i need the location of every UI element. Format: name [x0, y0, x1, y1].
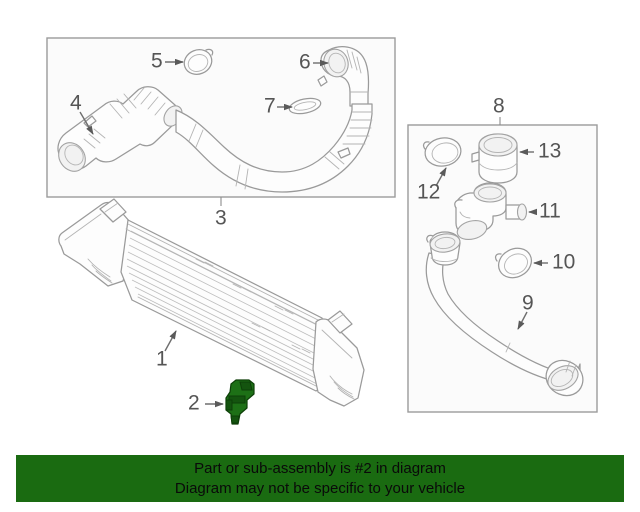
info-banner: Part or sub-assembly is #2 in diagram Di…: [16, 455, 624, 502]
callout-13: 13: [519, 140, 561, 163]
callout-13-label: 13: [538, 140, 561, 163]
callout-2-label: 2: [188, 392, 200, 415]
banner-line-1: Part or sub-assembly is #2 in diagram: [194, 459, 446, 477]
part-upper-charge-air-hose: [57, 86, 183, 172]
callout-7: 7: [264, 95, 293, 118]
callout-8: 8: [493, 95, 505, 125]
callout-3: 3: [215, 197, 227, 230]
callout-12-label: 12: [417, 181, 440, 204]
part-charge-air-hose-main: [175, 103, 373, 193]
callout-7-label: 7: [264, 95, 276, 118]
callout-11-label: 11: [539, 200, 561, 223]
callout-2: 2: [188, 392, 224, 415]
callout-1: 1: [156, 330, 177, 371]
part-sleeve-connector: [471, 133, 518, 184]
callout-5-label: 5: [151, 50, 163, 73]
callout-4: 4: [70, 92, 94, 135]
part-seal-ring-cap: [423, 137, 462, 167]
part-tee-connector: [454, 182, 528, 241]
callout-6: 6: [299, 51, 329, 74]
callout-10-label: 10: [552, 251, 575, 274]
part-intercooler: [58, 198, 365, 407]
callout-8-label: 8: [493, 95, 505, 118]
callout-5: 5: [151, 50, 184, 73]
banner-line-2: Diagram may not be specific to your vehi…: [174, 479, 466, 497]
part-lower-charge-air-hose: [425, 231, 584, 397]
callout-6-label: 6: [299, 51, 311, 74]
callout-9-label: 9: [522, 292, 534, 315]
part-seal-ring-lower: [495, 247, 533, 279]
callout-12: 12: [417, 167, 447, 204]
part-highlighted-bracket: [225, 379, 255, 425]
callout-3-label: 3: [215, 207, 227, 230]
callout-1-label: 1: [156, 348, 168, 371]
callout-10: 10: [533, 251, 575, 274]
part-elbow-connector: [317, 46, 370, 107]
callout-9: 9: [517, 292, 534, 330]
callout-11: 11: [528, 200, 561, 223]
part-seal-ring-upper: [183, 48, 214, 75]
callout-4-label: 4: [70, 92, 82, 115]
